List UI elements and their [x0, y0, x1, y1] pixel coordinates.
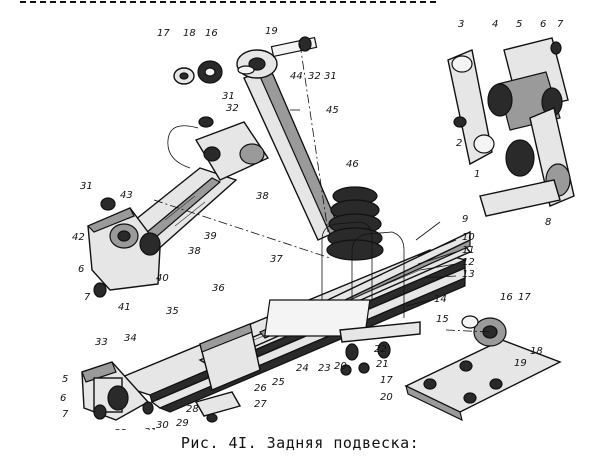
callout-43: 43 [120, 190, 133, 201]
front-bracket [81, 361, 154, 421]
callout-16-top: 16 [205, 28, 218, 39]
callout-11: 11 [462, 245, 475, 256]
callout-6-left: 6 [78, 264, 84, 275]
rear-shackle [447, 37, 575, 217]
callout-31-top: 31 [324, 71, 337, 82]
callout-46: 46 [346, 159, 359, 170]
callout-18-right: 18 [530, 346, 543, 357]
callout-15: 15 [436, 314, 449, 325]
callout-40: 40 [156, 273, 169, 284]
callout-17-right: 17 [518, 292, 531, 303]
callout-8: 8 [545, 217, 551, 228]
callout-9: 9 [462, 214, 468, 225]
callout-25: 25 [272, 377, 285, 388]
callout-38-upper: 38 [256, 191, 269, 202]
callout-2: 2 [456, 138, 462, 149]
bushing-set [173, 60, 223, 85]
callout-7-left: 7 [84, 292, 91, 303]
callout-6-bottom: 6 [60, 393, 66, 404]
callout-14: 14 [434, 294, 447, 305]
callout-17-top: 17 [157, 28, 170, 39]
callout-19: 19 [265, 26, 278, 37]
callout-19-right: 19 [514, 358, 527, 369]
assembly-lines [153, 43, 491, 333]
callout-12: 12 [462, 257, 475, 268]
callout-45: 45 [326, 105, 339, 116]
callout-27: 27 [254, 399, 267, 410]
bump-stop [326, 186, 384, 261]
callout-1: 1 [474, 169, 480, 180]
rear-plate [404, 315, 562, 422]
callout-31-mid: 31 [222, 91, 235, 102]
callout-24: 24 [296, 363, 309, 374]
callout-18-top: 18 [183, 28, 196, 39]
callout-31-bottom: 31 [144, 427, 157, 430]
callout-36: 36 [212, 283, 225, 294]
upper-bracket [167, 116, 270, 181]
callout-41: 41 [118, 302, 131, 313]
exploded-view: 3 4 5 6 7 2 1 8 17 18 16 19 44 32 31 45 … [20, 1, 575, 439]
callout-16-right: 16 [500, 292, 513, 303]
callout-20-mid: 20 [334, 361, 347, 372]
callout-38-lower: 38 [188, 246, 201, 257]
callout-5-left: 5 [62, 374, 68, 385]
stabilizer-arm [118, 167, 238, 253]
callout-13: 13 [462, 269, 475, 280]
callout-4: 4 [492, 19, 498, 30]
callout-34: 34 [124, 333, 137, 344]
callout-21: 21 [376, 359, 389, 370]
shock-absorber [236, 36, 341, 241]
callout-30: 30 [156, 420, 169, 430]
callout-6: 6 [540, 19, 546, 30]
callout-39: 39 [204, 231, 217, 242]
callout-7-bottom: 7 [62, 409, 69, 420]
small-parts [194, 362, 370, 423]
callout-20-bottom: 20 [380, 392, 393, 403]
callout-32-top: 32 [308, 71, 321, 82]
callout-32-bottom: 32 [114, 428, 127, 430]
callout-23: 23 [318, 363, 331, 374]
callout-5: 5 [516, 19, 522, 30]
leader-lines [290, 109, 457, 307]
callout-33: 33 [95, 337, 108, 348]
callout-44: 44 [290, 71, 303, 82]
callout-37: 37 [270, 254, 283, 265]
callout-42: 42 [72, 232, 85, 243]
callout-10: 10 [462, 232, 475, 243]
callout-28: 28 [186, 404, 199, 415]
callout-31-left: 31 [80, 181, 93, 192]
callout-7: 7 [557, 19, 564, 30]
callout-labels: 3 4 5 6 7 2 1 8 17 18 16 19 44 32 31 45 … [60, 19, 564, 439]
u-bolts [264, 221, 421, 361]
spring-clamp [199, 323, 261, 391]
figure-caption: Рис. 4I. Задняя подвеска: [180, 434, 420, 452]
callout-29: 29 [176, 418, 189, 429]
callout-3: 3 [458, 19, 464, 30]
callout-35: 35 [166, 306, 179, 317]
side-bracket [86, 197, 161, 298]
callout-32-mid: 32 [226, 103, 239, 114]
callout-26: 26 [254, 383, 267, 394]
callout-17-bottom: 17 [380, 375, 393, 386]
callout-22: 22 [374, 344, 387, 355]
